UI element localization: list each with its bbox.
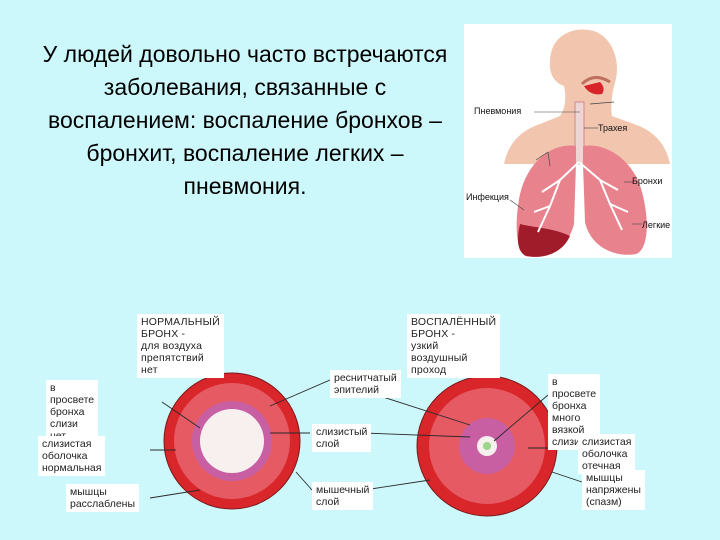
muscles-tense-label: мышцы напряжены (спазм) [582,470,645,510]
mucous-layer-label: слизистый слой [312,424,372,452]
respiratory-anatomy-illustration [504,29,670,257]
mucosa-edematous-label: слизистая оболочка отечная [578,434,636,474]
inflamed-bronchus-header: ВОСПАЛЁННЫЙ БРОНХ - узкий воздушный прох… [407,314,501,378]
muscles-relaxed-label: мышцы расслаблены [66,484,139,512]
trachea-label: Трахея [598,123,628,133]
pneumonia-label: Пневмония [474,106,522,116]
intro-text: У людей довольно часто встречаются забол… [42,41,448,199]
infection-label: Инфекция [466,192,509,202]
inflamed-bronchus-section [416,375,558,517]
mucosa-normal-label: слизистая оболочка нормальная [38,436,106,476]
respiratory-anatomy-figure: Пневмония Трахея Бронхи Инфекция Легкие [464,24,672,258]
muscle-layer-label: мышечный слой [312,482,374,510]
normal-bronchus-section [163,372,301,510]
bronchi-label: Бронхи [632,176,663,186]
normal-bronchus-header: НОРМАЛЬНЫЙ БРОНХ - для воздуха препятств… [137,314,224,378]
bronchi-cross-sections [149,372,583,517]
no-mucus-label: в просвете бронха слизи нет [46,380,99,444]
lungs-label: Легкие [642,220,671,230]
ciliated-epithelium-label: реснитчатый эпителий [330,370,401,398]
